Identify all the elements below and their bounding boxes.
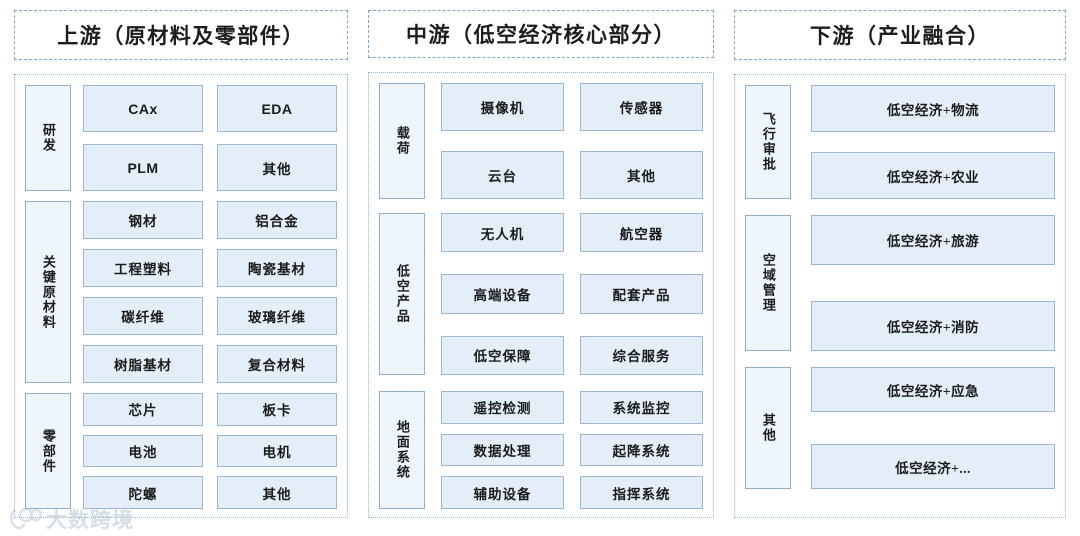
item-grid-airspace-management: 低空经济+旅游 低空经济+消防: [811, 215, 1055, 351]
category-text: 地面系统: [394, 420, 410, 480]
category-label-research-development: 研发: [25, 85, 71, 191]
column-header-upstream: 上游（原材料及零部件）: [14, 10, 348, 60]
item-grid-ground-systems: 遥控检测 系统监控 数据处理 起降系统 辅助设备 指挥系统: [441, 391, 703, 509]
item-box[interactable]: EDA: [217, 85, 337, 132]
category-label-other: 其他: [745, 367, 791, 489]
item-box[interactable]: 辅助设备: [441, 476, 564, 509]
item-grid-research-development: CAx EDA PLM 其他: [83, 85, 337, 191]
group-low-altitude-products: 低空产品 无人机 航空器 高端设备 配套产品 低空保障 综合服务: [379, 213, 703, 375]
column-downstream: 下游（产业融合） 飞行审批 低空经济+物流 低空经济+农业 空域管理 低空经济+…: [722, 0, 1080, 536]
category-label-ground-systems: 地面系统: [379, 391, 425, 509]
category-text: 载荷: [394, 126, 410, 156]
item-box[interactable]: 低空经济+农业: [811, 152, 1055, 199]
column-body-midstream: 载荷 摄像机 传感器 云台 其他 低空产品 无人机 航空器 高端设备 配套产品: [368, 72, 714, 518]
item-box[interactable]: 低空经济+...: [811, 444, 1055, 489]
item-box[interactable]: 陀螺: [83, 476, 203, 509]
item-grid-key-raw-materials: 钢材 铝合金 工程塑料 陶瓷基材 碳纤维 玻璃纤维 树脂基材 复合材料: [83, 201, 337, 383]
item-box[interactable]: 玻璃纤维: [217, 297, 337, 335]
item-box[interactable]: 工程塑料: [83, 249, 203, 287]
item-box[interactable]: 复合材料: [217, 345, 337, 383]
item-box[interactable]: 其他: [217, 144, 337, 191]
group-payload: 载荷 摄像机 传感器 云台 其他: [379, 83, 703, 199]
item-box[interactable]: 其他: [217, 476, 337, 509]
item-grid-payload: 摄像机 传感器 云台 其他: [441, 83, 703, 199]
item-box[interactable]: 传感器: [580, 83, 703, 131]
item-box[interactable]: 高端设备: [441, 274, 564, 314]
group-ground-systems: 地面系统 遥控检测 系统监控 数据处理 起降系统 辅助设备 指挥系统: [379, 391, 703, 509]
item-box[interactable]: 电池: [83, 434, 203, 468]
item-box[interactable]: CAx: [83, 85, 203, 132]
column-header-midstream: 中游（低空经济核心部分）: [368, 10, 714, 58]
item-box[interactable]: 综合服务: [580, 335, 703, 375]
item-box[interactable]: 低空经济+应急: [811, 367, 1055, 412]
item-box[interactable]: 其他: [580, 151, 703, 199]
group-other: 其他 低空经济+应急 低空经济+...: [745, 367, 1055, 489]
item-box[interactable]: 钢材: [83, 201, 203, 239]
category-text: 其他: [760, 413, 776, 443]
item-box[interactable]: 系统监控: [580, 391, 703, 424]
category-label-airspace-management: 空域管理: [745, 215, 791, 351]
item-grid-components: 芯片 板卡 电池 电机 陀螺 其他: [83, 393, 337, 509]
category-label-components: 零部件: [25, 393, 71, 509]
item-box[interactable]: 陶瓷基材: [217, 249, 337, 287]
item-box[interactable]: 指挥系统: [580, 476, 703, 509]
item-box[interactable]: 铝合金: [217, 201, 337, 239]
item-box[interactable]: 无人机: [441, 213, 564, 253]
item-box[interactable]: 板卡: [217, 393, 337, 426]
column-header-downstream: 下游（产业融合）: [734, 10, 1066, 60]
column-body-upstream: 研发 CAx EDA PLM 其他 关键原材料 钢材 铝合金 工程塑料 陶瓷基材: [14, 74, 348, 518]
item-box[interactable]: 配套产品: [580, 274, 703, 314]
item-box[interactable]: 电机: [217, 434, 337, 468]
item-box[interactable]: 低空经济+物流: [811, 85, 1055, 132]
group-components: 零部件 芯片 板卡 电池 电机 陀螺 其他: [25, 393, 337, 509]
category-text: 低空产品: [394, 264, 410, 324]
column-header-midstream-text: 中游（低空经济核心部分）: [406, 23, 676, 47]
item-box[interactable]: 碳纤维: [83, 297, 203, 335]
group-key-raw-materials: 关键原材料 钢材 铝合金 工程塑料 陶瓷基材 碳纤维 玻璃纤维 树脂基材 复合材…: [25, 201, 337, 383]
item-grid-flight-approval: 低空经济+物流 低空经济+农业: [811, 85, 1055, 199]
item-box[interactable]: 低空经济+消防: [811, 301, 1055, 351]
item-box[interactable]: 树脂基材: [83, 345, 203, 383]
column-upstream: 上游（原材料及零部件） 研发 CAx EDA PLM 其他 关键原材料: [0, 0, 356, 536]
column-midstream: 中游（低空经济核心部分） 载荷 摄像机 传感器 云台 其他 低空产品: [356, 0, 722, 536]
category-text: 关键原材料: [40, 254, 56, 330]
item-box[interactable]: 遥控检测: [441, 391, 564, 424]
item-box[interactable]: 低空保障: [441, 335, 564, 375]
category-label-key-raw-materials: 关键原材料: [25, 201, 71, 383]
category-text: 零部件: [40, 428, 56, 474]
item-box[interactable]: 芯片: [83, 393, 203, 426]
item-grid-other: 低空经济+应急 低空经济+...: [811, 367, 1055, 489]
group-research-development: 研发 CAx EDA PLM 其他: [25, 85, 337, 191]
category-text: 空域管理: [760, 253, 776, 313]
column-body-downstream: 飞行审批 低空经济+物流 低空经济+农业 空域管理 低空经济+旅游 低空经济+消…: [734, 74, 1066, 518]
category-label-flight-approval: 飞行审批: [745, 85, 791, 199]
item-box[interactable]: 航空器: [580, 213, 703, 253]
item-box[interactable]: 数据处理: [441, 433, 564, 467]
category-label-payload: 载荷: [379, 83, 425, 199]
category-label-low-altitude-products: 低空产品: [379, 213, 425, 375]
group-flight-approval: 飞行审批 低空经济+物流 低空经济+农业: [745, 85, 1055, 199]
item-box[interactable]: 起降系统: [580, 433, 703, 467]
item-box[interactable]: 低空经济+旅游: [811, 215, 1055, 265]
category-text: 研发: [40, 123, 56, 153]
column-header-downstream-text: 下游（产业融合）: [810, 24, 990, 48]
item-grid-low-altitude-products: 无人机 航空器 高端设备 配套产品 低空保障 综合服务: [441, 213, 703, 375]
item-box[interactable]: PLM: [83, 144, 203, 191]
group-airspace-management: 空域管理 低空经济+旅游 低空经济+消防: [745, 215, 1055, 351]
item-box[interactable]: 摄像机: [441, 83, 564, 131]
category-text: 飞行审批: [760, 112, 776, 172]
column-header-upstream-text: 上游（原材料及零部件）: [57, 24, 305, 48]
item-box[interactable]: 云台: [441, 151, 564, 199]
